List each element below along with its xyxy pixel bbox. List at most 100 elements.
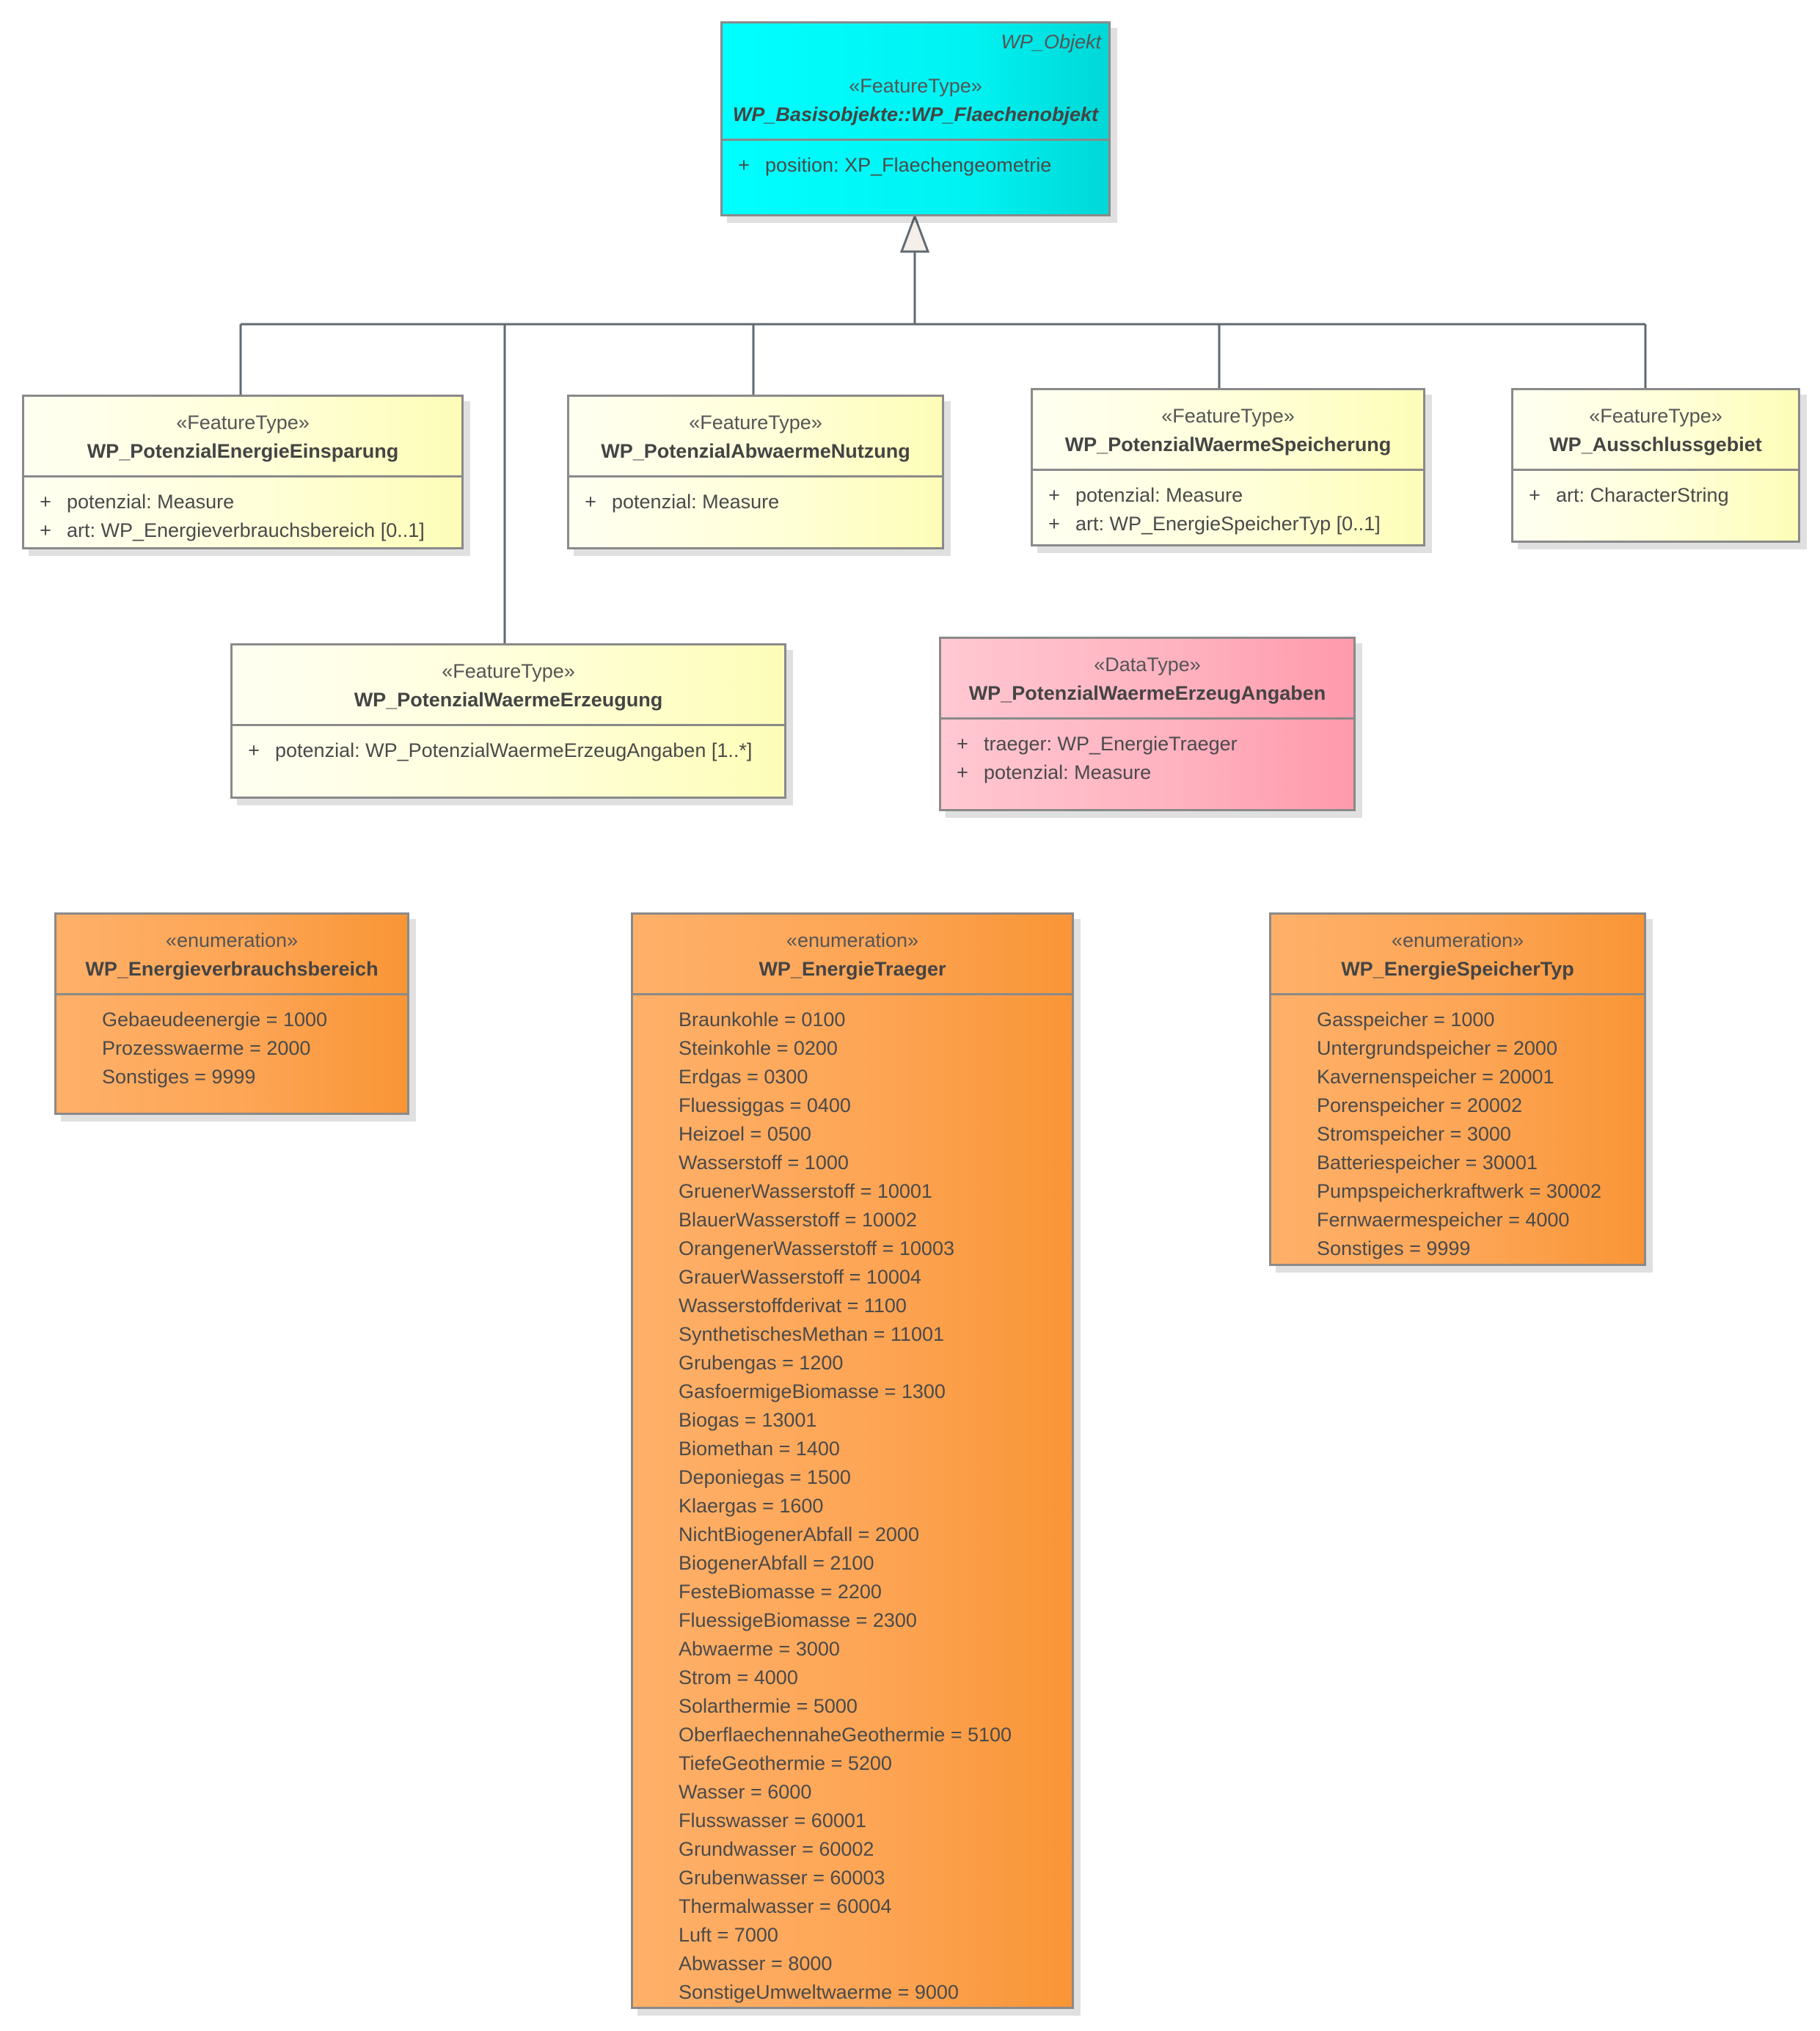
enum-literal: Wasserstoffderivat = 1100 [679, 1295, 907, 1317]
class-header: WP_Objekt «FeatureType» WP_Basisobjekte:… [723, 23, 1108, 141]
enum-literal: Strom = 4000 [679, 1666, 798, 1688]
attribute-compartment: + potenzial: Measure + art: WP_EnergieSp… [1033, 471, 1423, 538]
attribute-text: potenzial: Measure [67, 491, 235, 513]
enum-literal: OberflaechennaheGeothermie = 5100 [679, 1724, 1012, 1746]
visibility-marker: + [1048, 484, 1060, 506]
visibility-marker: + [585, 491, 596, 513]
enum-literal: Porenspeicher = 20002 [1317, 1094, 1522, 1116]
attribute-row: + position: XP_Flaechengeometrie [723, 151, 1108, 180]
attribute-text: position: XP_Flaechengeometrie [765, 154, 1052, 176]
visibility-marker: + [1048, 513, 1060, 535]
enum-literal: Deponiegas = 1500 [679, 1466, 851, 1488]
enum-literal: Heizoel = 0500 [679, 1123, 811, 1145]
class-header: «FeatureType» WP_PotenzialEnergieEinspar… [24, 397, 461, 477]
class-wp-potenzialenergieeinsparung[interactable]: «FeatureType» WP_PotenzialEnergieEinspar… [22, 395, 464, 549]
class-wp-potenzialwaermespeicherung[interactable]: «FeatureType» WP_PotenzialWaermeSpeicher… [1031, 388, 1425, 546]
visibility-marker: + [957, 761, 968, 783]
attribute-compartment: + position: XP_Flaechengeometrie [723, 141, 1108, 180]
enum-literal: TiefeGeothermie = 5200 [679, 1752, 892, 1774]
enum-literal: Sonstiges = 9999 [102, 1066, 256, 1088]
enum-literal: Thermalwasser = 60004 [679, 1895, 892, 1917]
enum-literal: Solarthermie = 5000 [679, 1695, 858, 1717]
stereotype-label: «enumeration» [165, 929, 299, 951]
visibility-marker: + [738, 154, 750, 176]
visibility-marker: + [248, 739, 260, 761]
attribute-row: + art: CharacterString [1513, 481, 1798, 510]
attribute-compartment: + potenzial: WP_PotenzialWaermeErzeugAng… [233, 726, 784, 765]
class-wp-potenzialabwaermenutzung[interactable]: «FeatureType» WP_PotenzialAbwaermeNutzun… [567, 395, 944, 549]
enum-literal: Grundwasser = 60002 [679, 1838, 874, 1860]
enum-literal: Braunkohle = 0100 [679, 1009, 846, 1031]
class-name: WP_EnergieSpeicherTyp [1341, 958, 1574, 980]
class-wp-potenzialwaermeerzeugung[interactable]: «FeatureType» WP_PotenzialWaermeErzeugun… [230, 643, 786, 799]
enum-literal: Batteriespeicher = 30001 [1317, 1152, 1538, 1174]
enum-wp-energieverbrauchsbereich[interactable]: «enumeration» WP_Energieverbrauchsbereic… [54, 912, 409, 1115]
visibility-marker: + [957, 733, 968, 755]
enum-literal: Sonstiges = 9999 [1317, 1237, 1471, 1259]
attribute-text: potenzial: WP_PotenzialWaermeErzeugAngab… [275, 739, 753, 761]
class-header: «FeatureType» WP_PotenzialWaermeSpeicher… [1033, 390, 1423, 471]
stereotype-label: «FeatureType» [1589, 405, 1722, 427]
attribute-text: art: CharacterString [1556, 484, 1729, 506]
enum-literal: SonstigeUmweltwaerme = 9000 [679, 1981, 959, 2003]
attribute-text: art: WP_Energieverbrauchsbereich [0..1] [67, 519, 425, 541]
attribute-row: + potenzial: Measure [1033, 481, 1423, 510]
enum-literal: Pumpspeicherkraftwerk = 30002 [1317, 1180, 1601, 1202]
enum-literal: SynthetischesMethan = 11001 [679, 1323, 944, 1345]
stereotype-label: «DataType» [1094, 654, 1201, 676]
class-name: WP_Energieverbrauchsbereich [85, 958, 379, 980]
class-header: «DataType» WP_PotenzialWaermeErzeugAngab… [941, 639, 1353, 720]
enum-wp-energietraeger[interactable]: «enumeration» WP_EnergieTraeger Braunkoh… [631, 912, 1074, 2009]
enum-literal: Biomethan = 1400 [679, 1438, 840, 1460]
enum-literal: Untergrundspeicher = 2000 [1317, 1037, 1557, 1059]
enum-literal: OrangenerWasserstoff = 10003 [679, 1237, 954, 1259]
class-name: WP_EnergieTraeger [759, 958, 946, 980]
class-wp-flaechenobjekt[interactable]: WP_Objekt «FeatureType» WP_Basisobjekte:… [720, 21, 1111, 216]
enum-literal: Stromspeicher = 3000 [1317, 1123, 1511, 1145]
class-name: WP_Basisobjekte::WP_Flaechenobjekt [732, 103, 1099, 125]
class-header: «FeatureType» WP_PotenzialAbwaermeNutzun… [569, 397, 942, 477]
enum-literal: Gebaeudeenergie = 1000 [102, 1009, 328, 1031]
attribute-compartment: + art: CharacterString [1513, 471, 1798, 510]
attribute-text: potenzial: Measure [1075, 484, 1243, 506]
attribute-row: + traeger: WP_EnergieTraeger [941, 730, 1353, 758]
attribute-row: + potenzial: Measure [569, 488, 942, 516]
enum-literal: Erdgas = 0300 [679, 1066, 808, 1088]
stereotype-label: «FeatureType» [442, 660, 575, 682]
stereotype-label: «FeatureType» [689, 411, 822, 433]
enum-literal: Biogas = 13001 [679, 1409, 817, 1431]
visibility-marker: + [40, 491, 51, 513]
attribute-compartment: + traeger: WP_EnergieTraeger + potenzial… [941, 720, 1353, 787]
enum-literal: Wasser = 6000 [679, 1781, 812, 1803]
stereotype-label: «FeatureType» [849, 75, 982, 97]
attribute-row: + potenzial: Measure [941, 758, 1353, 787]
class-header: «FeatureType» WP_Ausschlussgebiet [1513, 390, 1798, 471]
class-header: «enumeration» WP_EnergieTraeger [633, 915, 1072, 995]
stereotype-label: «enumeration» [786, 929, 919, 951]
class-name: WP_PotenzialEnergieEinsparung [87, 440, 399, 462]
class-wp-ausschlussgebiet[interactable]: «FeatureType» WP_Ausschlussgebiet + art:… [1511, 388, 1800, 543]
enum-wp-energiespeichertyp[interactable]: «enumeration» WP_EnergieSpeicherTyp Gass… [1269, 912, 1646, 1266]
class-name: WP_PotenzialAbwaermeNutzung [601, 440, 910, 462]
attribute-row: + art: WP_Energieverbrauchsbereich [0..1… [24, 516, 461, 545]
datatype-wp-potenzialwaermeerzeugangaben[interactable]: «DataType» WP_PotenzialWaermeErzeugAngab… [939, 637, 1356, 811]
enum-literal: Gasspeicher = 1000 [1317, 1009, 1495, 1031]
enum-literal: GrauerWasserstoff = 10004 [679, 1266, 921, 1288]
class-name: WP_PotenzialWaermeErzeugAngaben [968, 682, 1326, 704]
enum-literal: Grubenwasser = 60003 [679, 1867, 885, 1889]
enum-literal: NichtBiogenerAbfall = 2000 [679, 1523, 919, 1545]
enum-literal: FesteBiomasse = 2200 [679, 1581, 882, 1603]
enum-literal: Wasserstoff = 1000 [679, 1152, 849, 1174]
stereotype-label: «enumeration» [1391, 929, 1524, 951]
enum-literal: GruenerWasserstoff = 10001 [679, 1180, 932, 1202]
stereotype-label: «FeatureType» [1161, 405, 1295, 427]
enum-literal: Klaergas = 1600 [679, 1495, 824, 1517]
enum-literal: FluessigeBiomasse = 2300 [679, 1609, 917, 1631]
attribute-text: potenzial: Measure [984, 761, 1152, 783]
visibility-marker: + [40, 519, 51, 541]
class-header: «enumeration» WP_Energieverbrauchsbereic… [56, 915, 407, 995]
